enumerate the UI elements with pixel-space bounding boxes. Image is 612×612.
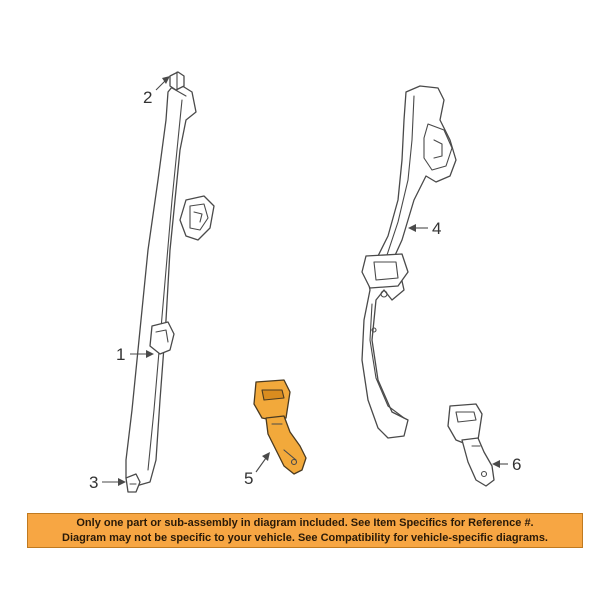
callout-4: 4 (408, 219, 441, 238)
callout-5: 5 (244, 452, 270, 488)
disclaimer-line-2: Diagram may not be specific to your vehi… (62, 531, 548, 544)
svg-text:6: 6 (512, 455, 521, 474)
callout-2: 2 (143, 76, 170, 107)
callout-1: 1 (116, 345, 154, 364)
buckle-highlighted (253, 379, 307, 475)
callout-6: 6 (492, 455, 521, 474)
svg-text:1: 1 (116, 345, 125, 364)
svg-text:2: 2 (143, 88, 152, 107)
svg-text:5: 5 (244, 469, 253, 488)
left-seat-belt-assembly (125, 71, 215, 493)
svg-text:3: 3 (89, 473, 98, 492)
buckle-outline (447, 403, 495, 487)
disclaimer-line-1: Only one part or sub-assembly in diagram… (76, 516, 534, 529)
svg-text:4: 4 (432, 219, 441, 238)
callout-3: 3 (89, 473, 126, 492)
disclaimer-banner: Only one part or sub-assembly in diagram… (27, 513, 583, 548)
right-seat-belt-assembly (361, 85, 457, 439)
